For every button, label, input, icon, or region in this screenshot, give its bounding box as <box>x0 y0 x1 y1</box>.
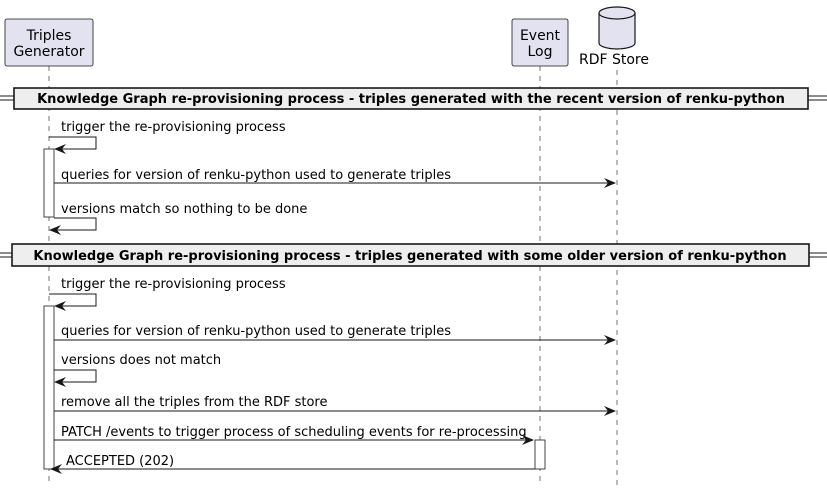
activation-bar <box>43 305 55 470</box>
message-label: PATCH /events to trigger process of sche… <box>61 425 527 440</box>
participant-rdf-store: RDF Store <box>579 6 649 68</box>
divider-label: Knowledge Graph re-provisioning process … <box>33 249 786 264</box>
participant-event-log-line1: Event <box>520 28 561 44</box>
message-label: queries for version of renku-python used… <box>61 168 451 183</box>
divider-older-version: Knowledge Graph re-provisioning process … <box>0 243 827 267</box>
message-label: remove all the triples from the RDF stor… <box>61 395 328 410</box>
activation-bar <box>534 439 546 470</box>
message-remove-triples: remove all the triples from the RDF stor… <box>54 395 616 416</box>
message-self-versions-match: versions match so nothing to be done <box>49 202 307 235</box>
divider-label: Knowledge Graph re-provisioning process … <box>37 92 785 107</box>
message-label: ACCEPTED (202) <box>66 454 174 469</box>
message-self-versions-mismatch: versions does not match <box>54 353 221 387</box>
message-self-trigger: trigger the re-provisioning process <box>49 277 286 311</box>
database-icon <box>598 13 636 50</box>
message-patch-events: PATCH /events to trigger process of sche… <box>54 425 534 445</box>
participant-event-log-line2: Log <box>527 44 552 60</box>
message-label: versions match so nothing to be done <box>61 202 307 217</box>
message-query-version: queries for version of renku-python used… <box>54 324 616 345</box>
message-label: trigger the re-provisioning process <box>61 120 286 135</box>
participant-rdf-store-label: RDF Store <box>579 52 649 68</box>
participant-triples-generator-line2: Generator <box>13 44 84 60</box>
participant-event-log: Event Log <box>511 18 569 67</box>
message-query-version: queries for version of renku-python used… <box>54 168 616 188</box>
message-label: versions does not match <box>61 353 221 368</box>
message-label: trigger the re-provisioning process <box>61 277 286 292</box>
message-accepted-response: ACCEPTED (202) <box>50 454 535 474</box>
message-self-trigger: trigger the re-provisioning process <box>49 120 286 154</box>
participant-triples-generator: Triples Generator <box>4 18 94 67</box>
participant-triples-generator-line1: Triples <box>26 28 72 44</box>
activation-bar <box>43 148 55 218</box>
message-label: queries for version of renku-python used… <box>61 324 451 339</box>
divider-recent-version: Knowledge Graph re-provisioning process … <box>0 87 827 110</box>
